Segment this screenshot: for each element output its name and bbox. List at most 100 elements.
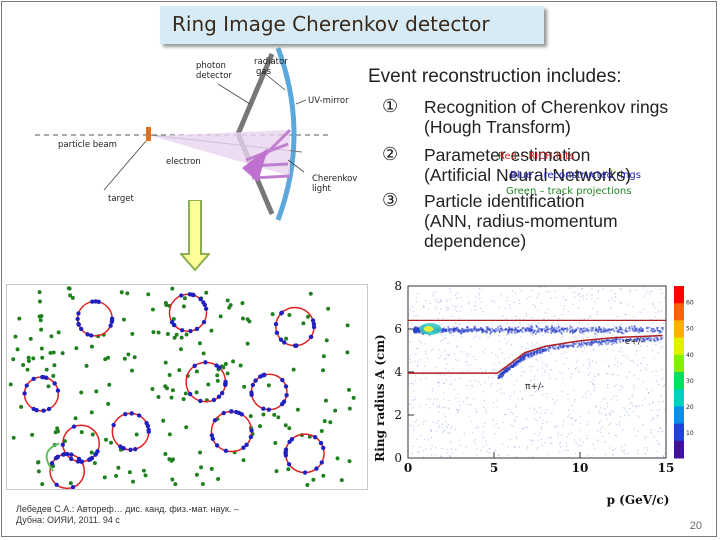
electron-hit <box>499 327 502 330</box>
background-hit <box>559 371 561 373</box>
electron-hit <box>415 329 418 332</box>
background-hit <box>651 290 653 292</box>
background-hit <box>438 385 440 387</box>
background-hit <box>428 308 430 310</box>
background-hit <box>438 349 440 351</box>
track-projection <box>19 404 24 409</box>
background-hit <box>449 456 451 458</box>
electron-hit <box>415 326 418 329</box>
background-hit <box>476 425 478 427</box>
pion-hit <box>647 337 649 339</box>
electron-hit <box>452 331 455 333</box>
x-tick-label: 0 <box>404 461 412 475</box>
track-projection <box>131 479 136 484</box>
background-hit <box>466 361 468 363</box>
background-hit <box>614 386 616 388</box>
electron-hit <box>632 329 634 332</box>
electron-hit <box>652 331 654 333</box>
background-hit <box>413 310 415 313</box>
electron-hit <box>441 329 444 331</box>
background-hit <box>446 299 448 301</box>
background-hit <box>465 446 467 448</box>
background-hit <box>504 338 506 340</box>
pion-hit <box>508 368 510 371</box>
pion-hit <box>547 345 549 348</box>
background-hit <box>485 369 487 371</box>
background-hit <box>606 402 608 404</box>
pion-hit <box>562 346 565 349</box>
background-hit <box>446 457 448 459</box>
electron-hit <box>603 329 605 332</box>
electron-hit <box>553 330 556 333</box>
background-hit <box>596 313 598 315</box>
background-hit <box>444 350 446 352</box>
background-hit <box>470 346 472 348</box>
track-projection <box>132 355 137 360</box>
background-hit <box>549 437 551 439</box>
pion-hit <box>574 343 577 345</box>
background-hit <box>429 407 431 409</box>
plot-ylabel: Ring radius A (cm) <box>373 334 387 461</box>
background-hit <box>483 400 485 402</box>
pion-hit <box>525 352 528 355</box>
background-hit <box>529 407 531 409</box>
electron-hit <box>590 330 593 333</box>
background-hit <box>446 306 448 309</box>
background-hit <box>659 341 661 343</box>
background-hit <box>492 300 494 302</box>
track-projection <box>68 293 73 298</box>
background-hit <box>430 430 432 432</box>
background-hit <box>518 446 521 448</box>
rich-hit <box>319 460 324 465</box>
background-hit <box>478 427 480 429</box>
background-hit <box>528 324 530 326</box>
background-hit <box>447 407 449 409</box>
electron-hit <box>646 326 648 329</box>
electron-hit <box>500 327 503 330</box>
background-hit <box>560 457 562 459</box>
background-hit <box>432 292 434 294</box>
rich-hit <box>191 292 196 298</box>
pion-hit <box>544 349 547 351</box>
electron-hit <box>606 330 609 332</box>
electron-hit <box>585 328 588 330</box>
background-hit <box>545 396 547 398</box>
track-projection <box>284 336 289 341</box>
background-hit <box>475 296 477 298</box>
background-hit <box>542 422 544 424</box>
background-hit <box>615 395 617 397</box>
background-hit <box>612 349 614 351</box>
background-hit <box>609 447 611 449</box>
pion-hit <box>508 365 510 368</box>
item-text: Parameter estimation (Artificial Neural … <box>424 145 632 185</box>
background-hit <box>472 432 474 434</box>
background-hit <box>629 371 631 373</box>
pion-hit <box>640 340 643 342</box>
background-hit <box>574 399 576 401</box>
rich-hit <box>24 383 29 388</box>
rich-hit <box>128 447 133 452</box>
rich-hit <box>179 293 184 298</box>
rich-hit <box>214 443 220 448</box>
rich-hit <box>96 299 101 305</box>
background-hit <box>501 352 503 354</box>
background-hit <box>607 406 609 408</box>
background-hit <box>542 394 544 396</box>
background-hit <box>507 446 509 448</box>
background-hit <box>540 356 542 359</box>
pion-hit <box>607 341 610 344</box>
background-hit <box>483 431 485 433</box>
electron-hit <box>619 329 622 331</box>
electron-hit <box>568 327 571 330</box>
background-hit <box>527 447 529 449</box>
background-hit <box>655 370 657 372</box>
background-hit <box>448 408 450 410</box>
background-hit <box>579 321 581 323</box>
background-hit <box>503 393 505 395</box>
background-hit <box>494 450 496 452</box>
rich-hit <box>49 461 55 466</box>
background-hit <box>447 354 449 356</box>
electron-hit <box>556 327 558 330</box>
electron-hit <box>543 327 546 330</box>
electron-hit <box>618 328 621 331</box>
